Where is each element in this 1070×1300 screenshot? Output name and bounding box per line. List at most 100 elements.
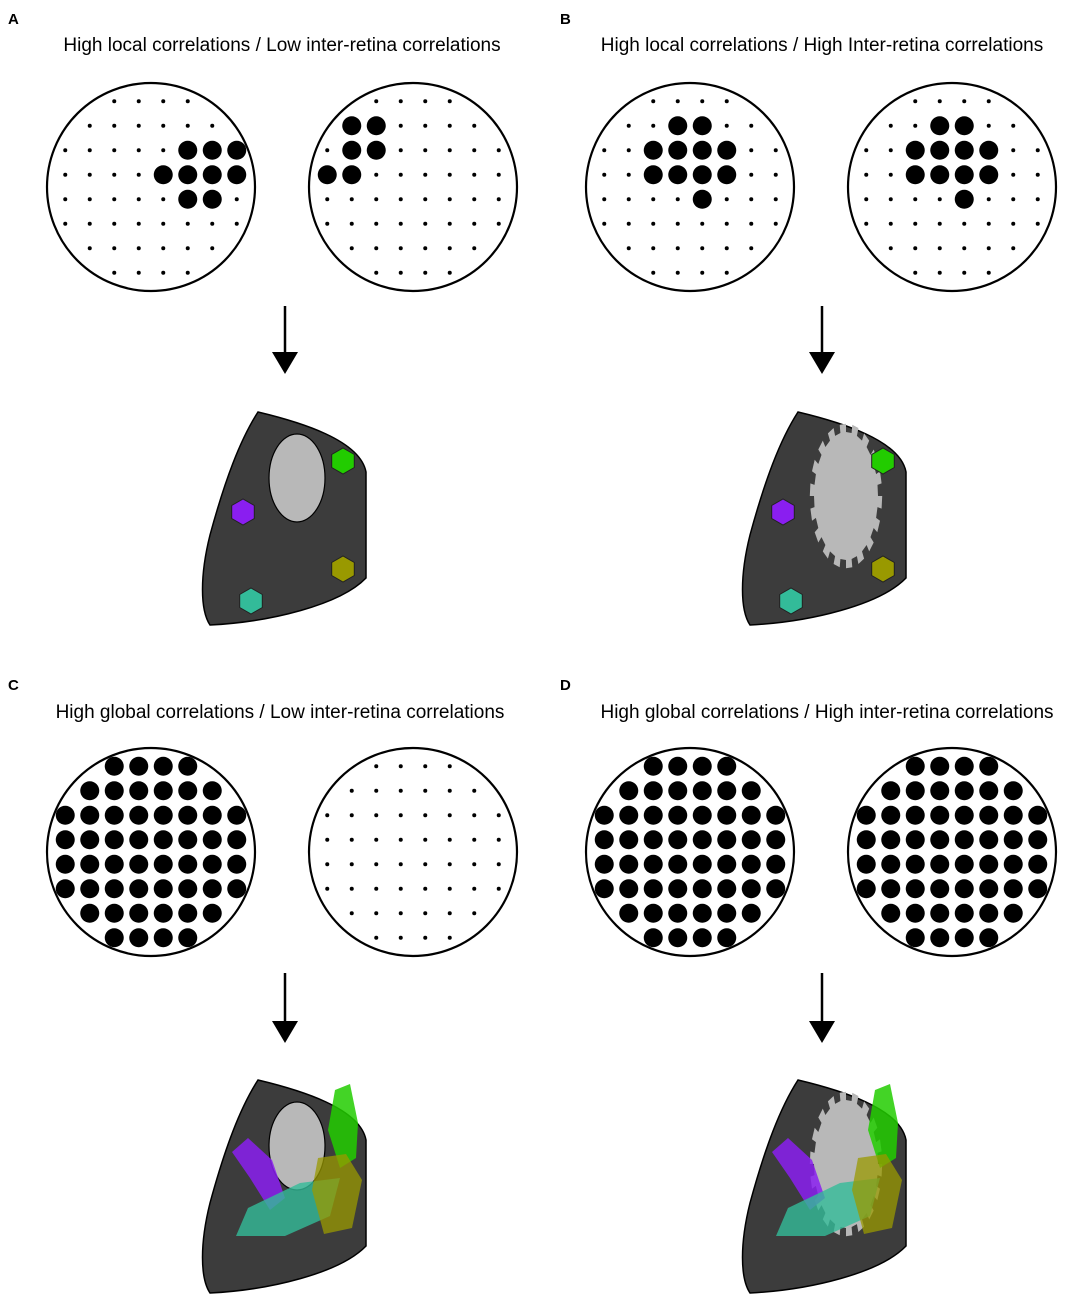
panel-label: A xyxy=(8,11,19,28)
cell-dot xyxy=(374,764,379,769)
cell-dot xyxy=(87,197,92,202)
active-cell-dot xyxy=(104,830,124,850)
panel-title: High local correlations / High Inter-ret… xyxy=(601,35,1043,56)
active-cell-dot xyxy=(153,756,173,776)
cell-dot xyxy=(87,246,92,251)
active-cell-dot xyxy=(692,140,712,160)
active-cell-dot xyxy=(178,830,198,850)
active-cell-dot xyxy=(80,879,100,899)
down-arrow xyxy=(272,973,298,1043)
active-cell-dot xyxy=(905,830,925,850)
cell-dot xyxy=(161,123,166,128)
green-region xyxy=(871,447,895,475)
cell-dot xyxy=(112,221,117,226)
active-cell-dot xyxy=(954,756,974,776)
purple-region xyxy=(772,1138,825,1210)
active-cell-dot xyxy=(930,879,950,899)
cell-dot xyxy=(447,123,452,128)
active-cell-dot xyxy=(692,116,712,136)
cell-dot xyxy=(962,270,967,275)
panel-d: D High global correlations / High inter-… xyxy=(560,677,1058,1294)
cell-dot xyxy=(602,221,607,226)
cell-dot xyxy=(937,246,942,251)
cell-dot xyxy=(398,911,403,916)
active-cell-dot xyxy=(881,879,901,899)
cell-dot xyxy=(651,246,656,251)
panel-title: High local correlations / Low inter-reti… xyxy=(63,35,500,56)
active-cell-dot xyxy=(930,116,950,136)
active-cell-dot xyxy=(905,928,925,948)
cell-dot xyxy=(496,172,501,177)
active-cell-dot xyxy=(643,165,663,185)
active-cell-dot xyxy=(692,189,712,209)
active-cell-dot xyxy=(881,830,901,850)
active-cell-dot xyxy=(178,805,198,825)
active-cell-dot xyxy=(856,830,876,850)
cell-dot xyxy=(374,99,379,104)
active-cell-dot xyxy=(619,879,639,899)
cell-dot xyxy=(136,99,141,104)
cell-dot xyxy=(423,197,428,202)
cell-dot xyxy=(161,221,166,226)
active-cell-dot xyxy=(692,879,712,899)
cell-dot xyxy=(962,99,967,104)
cell-dot xyxy=(888,221,893,226)
active-cell-dot xyxy=(227,830,247,850)
active-cell-dot xyxy=(979,879,999,899)
panel-title: High global correlations / Low inter-ret… xyxy=(56,702,505,723)
cell-dot xyxy=(87,172,92,177)
cell-dot xyxy=(913,246,918,251)
active-cell-dot xyxy=(668,903,688,923)
cell-dot xyxy=(913,221,918,226)
active-cell-dot xyxy=(55,879,75,899)
cell-dot xyxy=(447,837,452,842)
cell-dot xyxy=(626,123,631,128)
active-cell-dot xyxy=(129,830,149,850)
active-cell-dot xyxy=(643,879,663,899)
cell-dot xyxy=(472,911,477,916)
cell-dot xyxy=(374,246,379,251)
cell-dot xyxy=(472,172,477,177)
active-cell-dot xyxy=(153,854,173,874)
cell-dot xyxy=(913,270,918,275)
cell-dot xyxy=(472,197,477,202)
active-cell-dot xyxy=(979,781,999,801)
active-cell-dot xyxy=(104,781,124,801)
cell-dot xyxy=(136,123,141,128)
cell-dot xyxy=(496,886,501,891)
cell-dot xyxy=(63,172,68,177)
active-cell-dot xyxy=(643,830,663,850)
green-region xyxy=(328,1084,358,1168)
cell-dot xyxy=(724,123,729,128)
active-cell-dot xyxy=(668,928,688,948)
green-region xyxy=(331,447,355,475)
cell-dot xyxy=(161,99,166,104)
cell-dot xyxy=(626,221,631,226)
left-retina xyxy=(584,81,796,293)
active-cell-dot xyxy=(178,140,198,160)
cell-dot xyxy=(651,221,656,226)
active-cell-dot xyxy=(741,781,761,801)
cell-dot xyxy=(496,813,501,818)
active-cell-dot xyxy=(881,781,901,801)
cell-dot xyxy=(398,148,403,153)
cell-dot xyxy=(773,172,778,177)
active-cell-dot xyxy=(668,116,688,136)
cell-dot xyxy=(773,197,778,202)
cell-dot xyxy=(423,270,428,275)
active-cell-dot xyxy=(766,805,786,825)
cell-dot xyxy=(864,148,869,153)
active-cell-dot xyxy=(178,189,198,209)
active-cell-dot xyxy=(104,879,124,899)
active-cell-dot xyxy=(881,805,901,825)
cell-dot xyxy=(700,270,705,275)
active-cell-dot xyxy=(227,165,247,185)
active-cell-dot xyxy=(80,781,100,801)
active-cell-dot xyxy=(692,756,712,776)
active-cell-dot xyxy=(55,805,75,825)
cell-dot xyxy=(937,197,942,202)
cell-dot xyxy=(447,221,452,226)
cell-dot xyxy=(349,911,354,916)
active-cell-dot xyxy=(668,781,688,801)
cell-dot xyxy=(398,221,403,226)
